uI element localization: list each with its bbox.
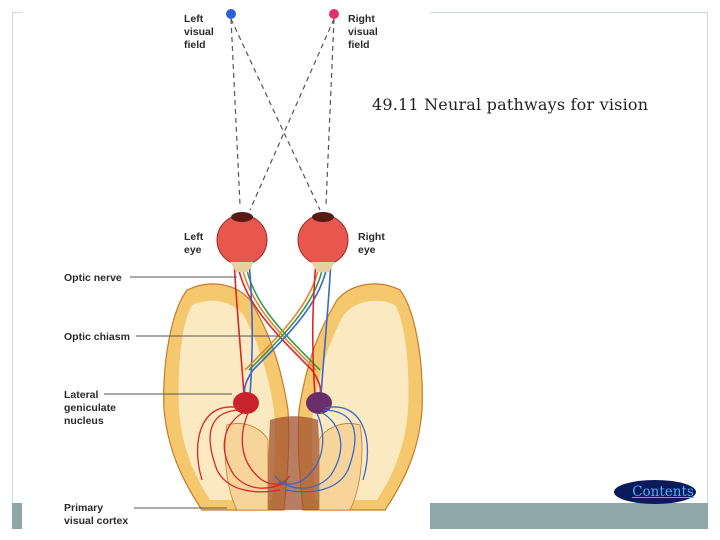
optic-chiasm-label: Optic chiasm <box>64 331 130 343</box>
left-eye <box>216 212 268 272</box>
right-optic-radiation <box>274 406 369 493</box>
left-visual-field-dot <box>226 9 236 19</box>
contents-label[interactable]: Contents <box>632 484 694 500</box>
vision-pathway-figure: Left visual field Right visual field Lef… <box>22 0 430 530</box>
right-visual-field-dot <box>329 9 339 19</box>
slide-title: 49.11 Neural pathways for vision <box>372 95 649 114</box>
visual-cortex-label: Primary visual cortex <box>64 502 128 527</box>
optic-tracts <box>233 259 332 401</box>
leader-lines <box>104 276 280 509</box>
lgn-label: Lateral geniculate nucleus <box>64 389 119 427</box>
right-visual-field-label: Right visual field <box>348 13 381 51</box>
left-eye-label: Left eye <box>184 231 206 256</box>
optic-nerve-label: Optic nerve <box>64 272 122 284</box>
brain <box>163 283 423 511</box>
left-visual-field-label: Left visual field <box>184 13 217 51</box>
left-optic-radiation <box>196 406 291 493</box>
right-eye <box>297 212 349 272</box>
sight-lines <box>230 18 335 211</box>
vision-pathway-diagram: Left visual field Right visual field Lef… <box>64 9 423 527</box>
right-eye-label: Right eye <box>358 231 388 256</box>
contents-button[interactable]: Contents <box>614 480 696 504</box>
